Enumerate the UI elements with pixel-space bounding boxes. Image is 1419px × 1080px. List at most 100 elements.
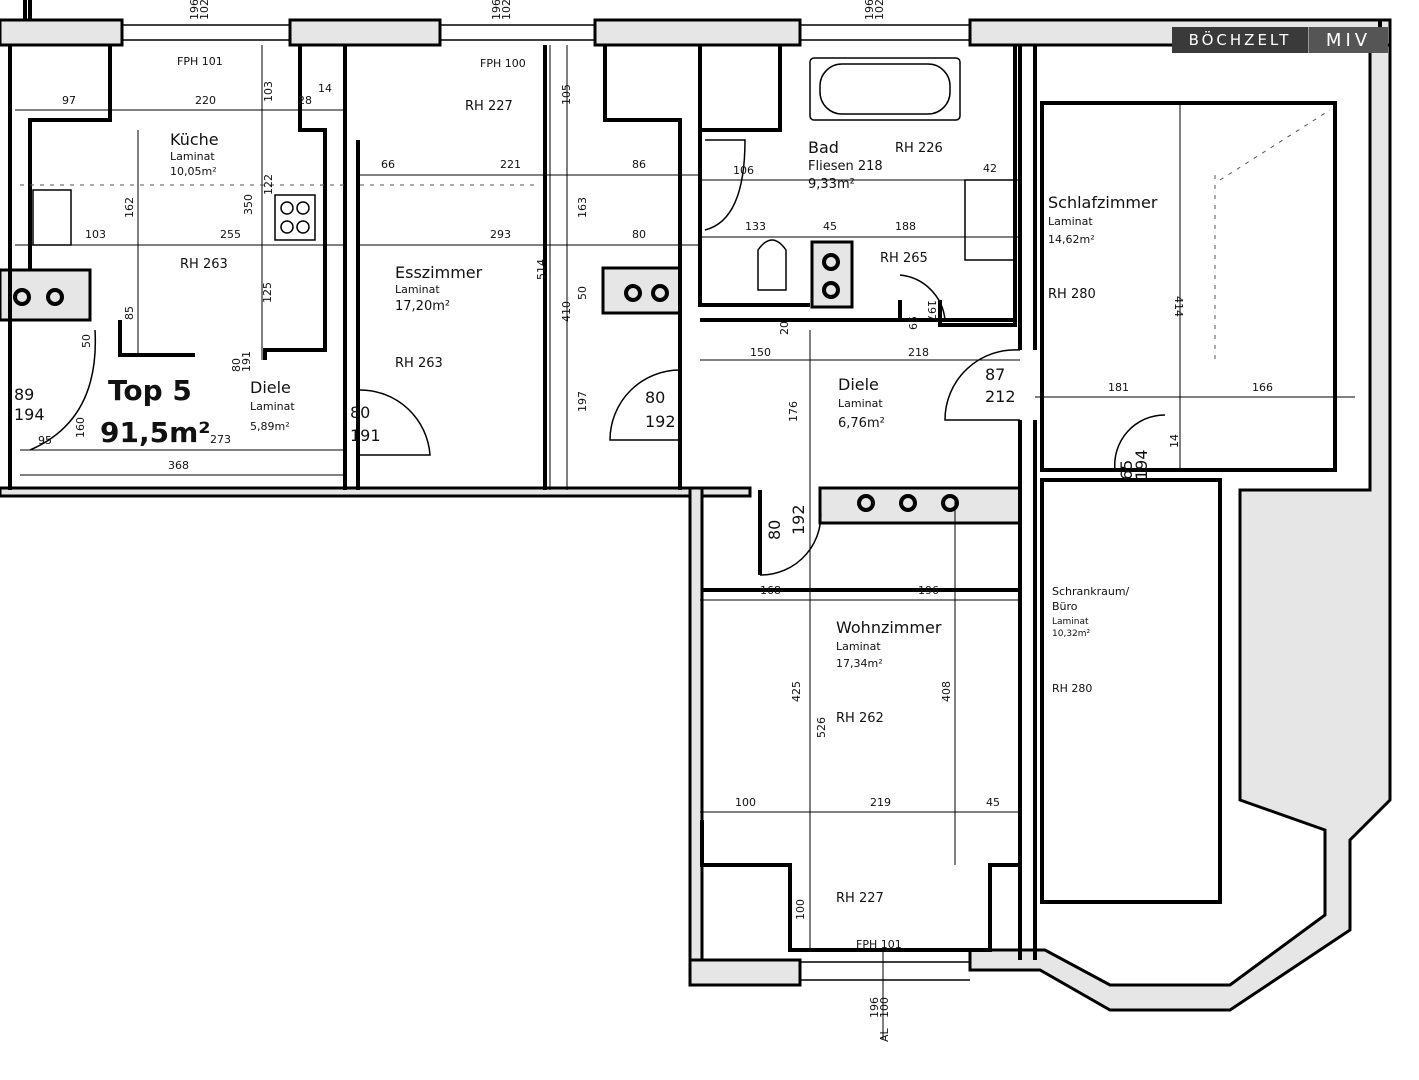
chimney-flues [13,253,959,512]
room-floor: Laminat [836,640,881,653]
dimension-label: 163 [576,197,589,218]
dimension-label: 133 [745,220,766,233]
dimension-label: 65 [907,316,920,330]
dimension-label: 103 [262,81,275,102]
sink-icon [964,179,1016,261]
dimension-label: 168 [760,584,781,597]
dimension-label: AL [878,1027,891,1042]
room-height: RH 263 [180,257,228,272]
room-height: RH 280 [1052,682,1092,695]
dimension-label: 273 [210,433,231,446]
fph-label: FPH 100 [480,57,526,70]
dimension-label: 425 [790,681,803,702]
dimension-label: 66 [381,158,395,171]
dimension-label: 514 [535,259,548,280]
apartment-area: 91,5m² [100,416,211,449]
dimension-label: 196 [490,0,503,20]
dimension-label: 28 [298,94,312,107]
dimension-label: 106 [733,164,754,177]
dimension-label: 191 [240,351,253,372]
dimension-lines [15,45,1355,1040]
room-bad: Bad Fliesen 218 9,33m² RH 226 RH 265 [808,138,943,266]
dimension-label: 196 [868,997,881,1018]
dimension-label: 350 [242,194,255,215]
dimension-label: 160 [74,417,87,438]
room-height: RH 280 [1048,287,1096,302]
dimension-label: 162 [123,197,136,218]
dimension-label: 526 [815,717,828,738]
room-name-2: Büro [1052,600,1078,613]
room-diele-right: Diele Laminat 6,76m² [838,375,885,431]
dimension-label: 97 [62,94,76,107]
room-floor: Fliesen 218 [808,159,883,174]
room-floor: Laminat [1052,617,1089,627]
dimension-label: 42 [983,162,997,175]
outer-walls [0,0,1392,1012]
room-area: 17,34m² [836,657,883,670]
dimension-label: 122 [262,174,275,195]
dimension-label: 89 [14,385,34,404]
dimension-label: 212 [985,387,1016,406]
dimension-label: 86 [632,158,646,171]
apartment-label: Top 5 91,5m² [100,374,211,449]
dimension-label: 194 [14,405,45,424]
dimension-label: 293 [490,228,511,241]
room-area: 5,89m² [250,420,290,433]
dimension-label: 87 [985,365,1005,384]
room-area: 17,20m² [395,299,450,314]
room-name: Wohnzimmer [836,618,942,637]
dimension-label: 100 [878,997,891,1018]
room-height-top: RH 227 [465,99,513,114]
dimension-label: 176 [787,401,800,422]
dimension-label: 65 [1117,460,1136,480]
dimension-label: 102 [873,0,886,20]
room-wohnzimmer: Wohnzimmer Laminat 17,34m² RH 262 RH 227… [836,618,942,951]
room-floor: Laminat [395,283,440,296]
room-floor: Laminat [250,400,295,413]
room-area: 10,32m² [1052,629,1091,639]
logo-brand: Böchzelt [1172,27,1308,53]
room-schlafzimmer: Schlafzimmer Laminat 14,62m² RH 280 [1048,193,1158,302]
dimension-label: 196 [863,0,876,20]
dimension-label: 220 [195,94,216,107]
toilet-icon [757,239,787,291]
dimension-label: 192 [645,412,676,431]
dimension-label: 80 [632,228,646,241]
door-swings [29,274,1166,576]
dimension-label: 414 [1172,296,1185,317]
dimension-label: 181 [1108,381,1129,394]
dimension-label: 221 [500,158,521,171]
dimension-label: 85 [123,306,136,320]
room-floor: Laminat [1048,215,1093,228]
brand-logo: Böchzelt MIV [1172,27,1388,53]
dimension-label: 255 [220,228,241,241]
dimension-label: 191 [350,426,381,445]
room-esszimmer: Esszimmer Laminat 17,20m² RH 263 RH 227 … [395,57,526,371]
dimension-label: 80 [230,358,243,372]
room-area: 9,33m² [808,177,855,192]
dimension-label: 14 [1168,434,1181,448]
dimension-label: 197 [925,300,938,321]
dimension-label: 95 [38,434,52,447]
dimension-labels: 97 220 103 28 14 66 221 86 162 350 122 1… [14,0,1273,1042]
fph-label: FPH 101 [177,55,223,68]
logo-suffix: MIV [1308,27,1388,53]
dimension-label: 50 [80,334,93,348]
room-diele-left: Diele Laminat 5,89m² [250,378,295,433]
room-kueche: Küche Laminat 10,05m² RH 263 FPH 101 [170,55,228,272]
room-area: 14,62m² [1048,233,1095,246]
dimension-label: 105 [560,84,573,105]
room-floor: Laminat [170,150,215,163]
room-floor: Laminat [838,397,883,410]
dimension-label: 368 [168,459,189,472]
room-schrankraum: Schrankraum/ Büro Laminat 10,32m² RH 280 [1052,585,1130,695]
dimension-label: 197 [576,391,589,412]
room-height: RH 226 [895,141,943,156]
room-height-2: RH 265 [880,251,928,266]
dimension-label: 166 [1252,381,1273,394]
room-name: Schlafzimmer [1048,193,1158,212]
dimension-label: 196 [188,0,201,20]
dimension-label: 80 [765,520,784,540]
dimension-label: 410 [560,301,573,322]
room-area: 10,05m² [170,165,217,178]
